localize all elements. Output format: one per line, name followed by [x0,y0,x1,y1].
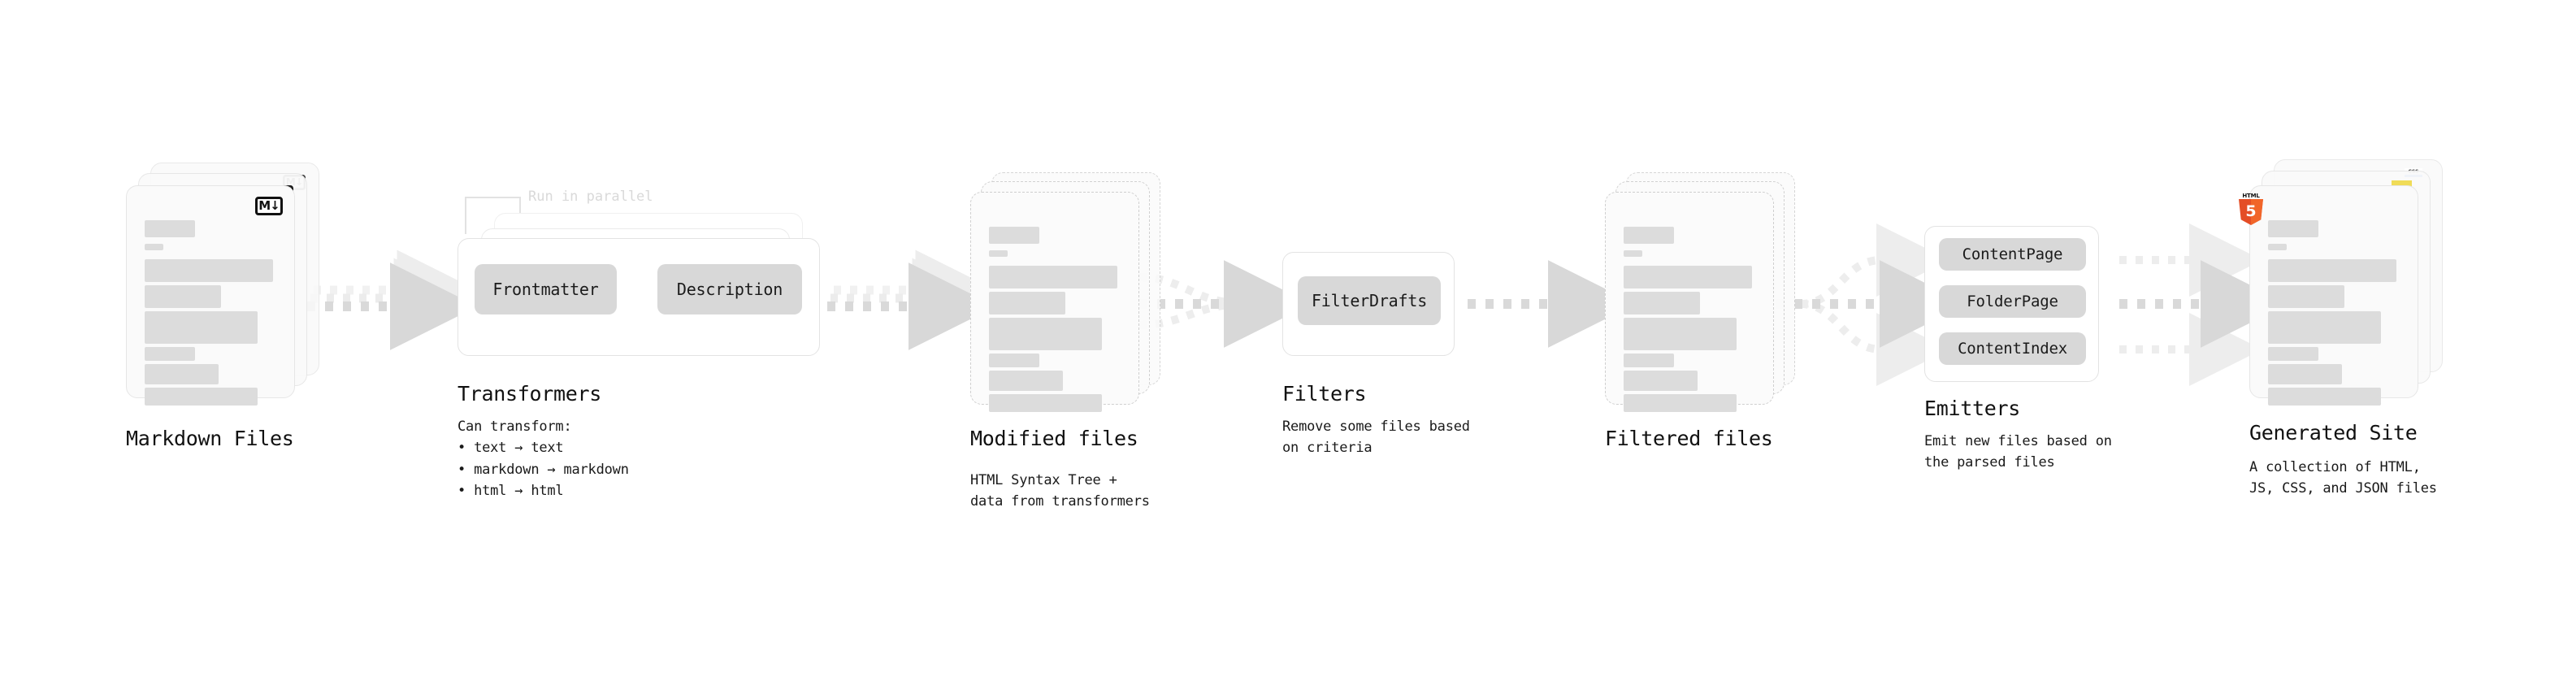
skeleton-line [989,394,1102,412]
stage-title-emitters: Emitters [1924,397,2021,420]
skeleton-line [1624,354,1674,367]
emitters-box: ContentPage FolderPage ContentIndex [1924,226,2099,382]
skeleton-line [1624,394,1737,412]
skeleton-line [989,292,1065,314]
skeleton-line [989,318,1102,350]
stage-title-markdown-files: Markdown Files [126,427,294,450]
html5-badge-word: HTML [2242,193,2260,199]
stage-subtitle-filters: Remove some files based on criteria [1282,419,1470,457]
skeleton-line [2268,259,2396,282]
file-card-html: HTML 5 [2239,185,2418,406]
stage-subtitle-modified-files: HTML Syntax Tree + data from transformer… [970,472,1150,510]
stage-title-modified-files: Modified files [970,427,1138,450]
skeleton-line [2268,364,2342,384]
connector-transformers-to-modified [827,249,996,350]
filters-box: FilterDrafts [1282,252,1455,356]
stage-title-transformers: Transformers [458,382,602,406]
connector-markdown-to-transformers [307,249,478,350]
skeleton-line [145,347,195,361]
transformer-node-description[interactable]: Description [657,264,802,314]
emitter-node-contentindex[interactable]: ContentIndex [1939,332,2086,365]
skeleton-line [145,388,258,406]
file-card-front: M↓ [126,185,295,406]
emitter-node-contentpage[interactable]: ContentPage [1939,238,2086,271]
skeleton-line [2268,220,2318,237]
stage-subtitle-generated-site: A collection of HTML, JS, CSS, and JSON … [2249,459,2437,497]
transformer-node-frontmatter[interactable]: Frontmatter [475,264,617,314]
skeleton-line [2268,244,2287,250]
skeleton-line [145,285,221,308]
skeleton-line [2268,311,2381,344]
emitter-node-folderpage[interactable]: FolderPage [1939,285,2086,318]
file-card-front [970,192,1139,412]
html5-shield: 5 [2239,199,2263,225]
skeleton-line [1624,318,1737,350]
skeleton-line [145,259,273,282]
markdown-badge: M↓ [255,197,283,215]
skeleton-line [989,354,1039,367]
stage-subtitle-emitters: Emit new files based on the parsed files [1924,433,2112,471]
stage-title-filtered-files: Filtered files [1605,427,1773,450]
skeleton-line [145,220,195,237]
skeleton-line [1624,227,1674,244]
skeleton-line [989,250,1008,257]
skeleton-line [1624,250,1642,257]
connector-emitters-to-site [2119,223,2288,386]
skeleton-line [1624,292,1700,314]
run-in-parallel-label: Run in parallel [528,189,653,205]
skeleton-line [1624,371,1698,391]
skeleton-line [989,371,1063,391]
file-card-front [1605,192,1774,412]
transformer-box-front: Frontmatter Description [458,238,820,356]
html5-badge-version: 5 [2245,202,2257,220]
stage-subtitle-transformers: Can transform: • text → text • markdown … [458,419,629,500]
skeleton-line [1624,266,1752,288]
skeleton-line [989,266,1117,288]
stage-title-generated-site: Generated Site [2249,421,2418,445]
skeleton-line [2268,388,2381,406]
filter-node-filterdrafts[interactable]: FilterDrafts [1298,276,1441,325]
skeleton-line [2268,347,2318,361]
skeleton-line [145,364,219,384]
html5-badge: HTML 5 [2237,193,2265,225]
skeleton-line [2268,285,2344,308]
skeleton-line [989,227,1039,244]
skeleton-line [145,244,163,250]
skeleton-line [145,311,258,344]
stage-title-filters: Filters [1282,382,1367,406]
